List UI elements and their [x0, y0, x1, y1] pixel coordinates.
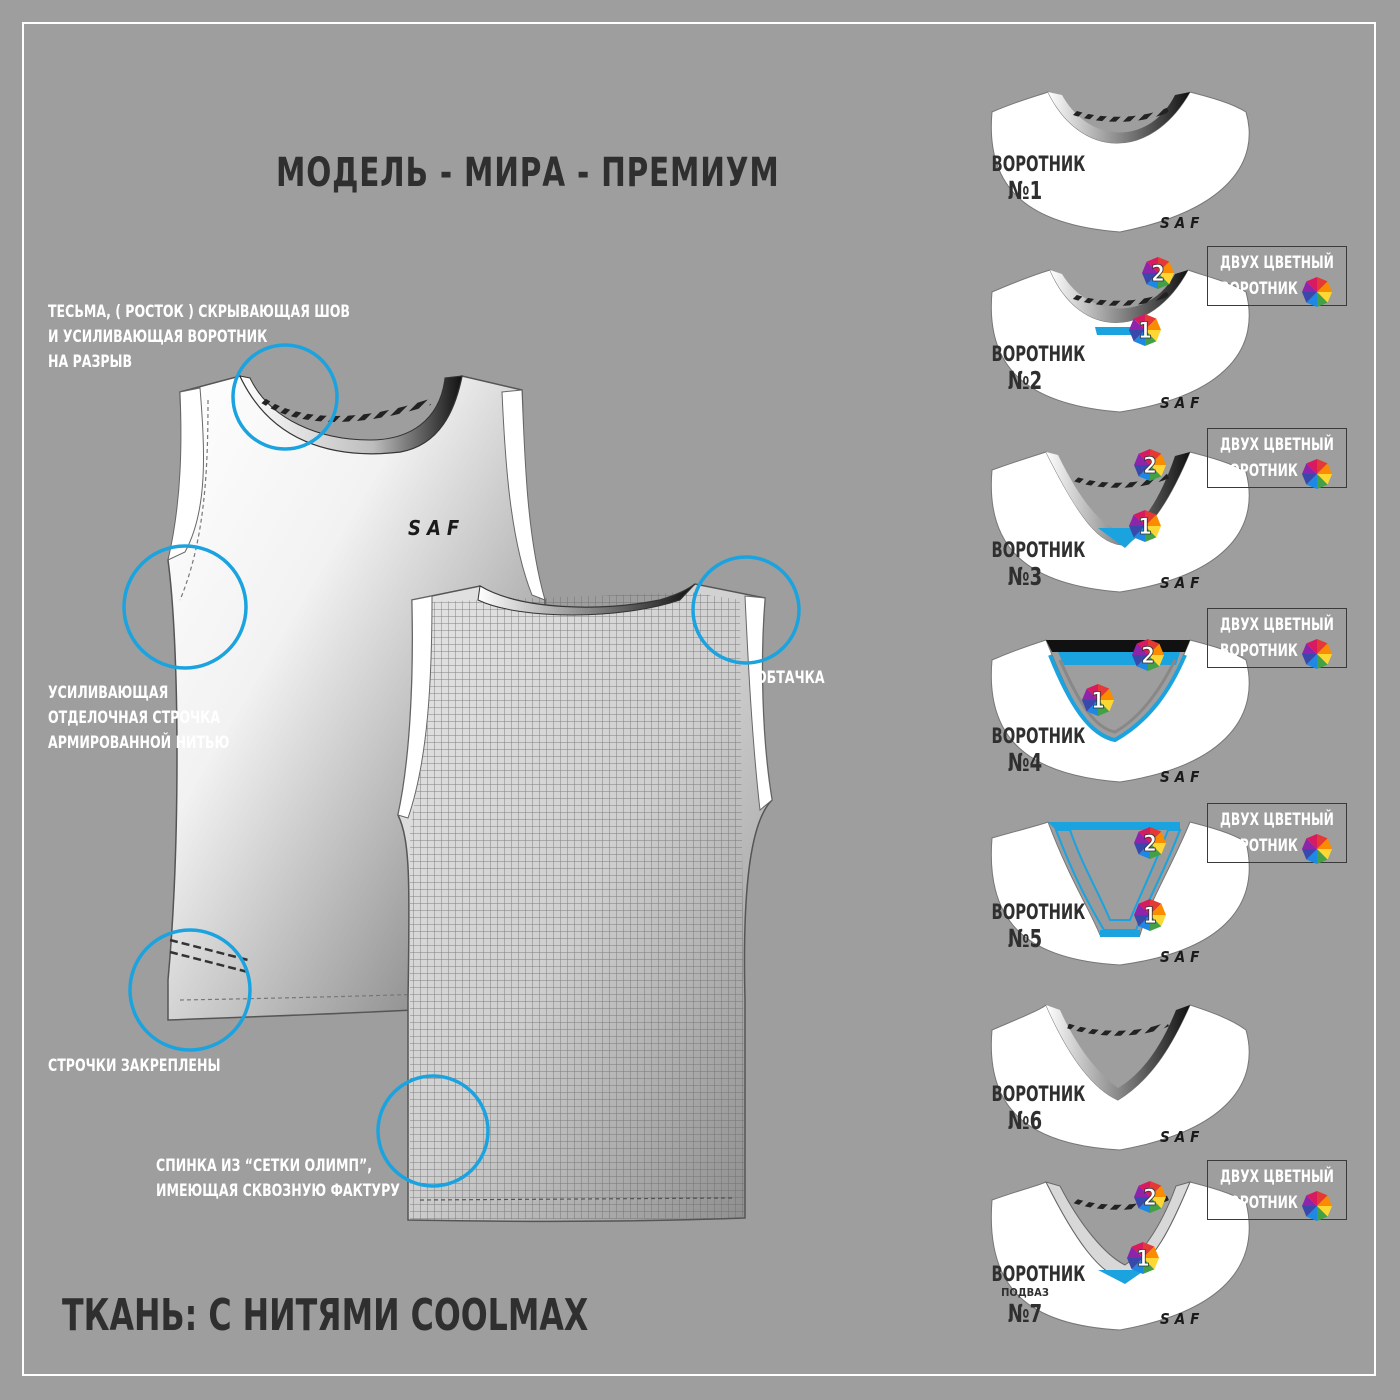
note-stitch-line-2: ОТДЕЛОЧНАЯ СТРОЧКА	[48, 708, 221, 728]
collar-2-word: ВОРОТНИК	[991, 342, 1086, 366]
number-badge-label: 1	[1138, 515, 1152, 540]
page-title: МОДЕЛЬ - МИРА - ПРЕМИУМ	[276, 150, 780, 196]
callout-tape	[231, 343, 339, 451]
number-badge-label: 2	[1143, 832, 1157, 857]
number-badge-label: 1	[1091, 689, 1105, 714]
collar-6-word: ВОРОТНИК	[991, 1082, 1086, 1106]
two-color-box-4: ДВУХ ЦВЕТНЫЙ ВОРОТНИК	[1207, 608, 1347, 669]
number-badge-label: 1	[1136, 1247, 1150, 1272]
number-badge-two: 2	[1132, 639, 1164, 671]
number-badge-two: 2	[1134, 827, 1166, 859]
collar-6-label: ВОРОТНИК №6	[982, 1082, 1086, 1135]
note-stitch-line-3: АРМИРОВАННОЙ НИТЬЮ	[48, 733, 230, 753]
collar-4-label: ВОРОТНИК №4	[982, 724, 1086, 777]
two-color-line-1: ДВУХ ЦВЕТНЫЙ	[1220, 810, 1334, 830]
collar-3	[990, 451, 1250, 593]
number-badge-label: 2	[1141, 644, 1155, 669]
two-color-box-7: ДВУХ ЦВЕТНЫЙ ВОРОТНИК	[1207, 1160, 1347, 1221]
two-color-line-2: ВОРОТНИК	[1220, 279, 1298, 299]
note-tape: ТЕСЬМА, ( РОСТОК ) СКРЫВАЮЩАЯ ШОВ И УСИЛ…	[48, 300, 350, 375]
number-badge-one: 1	[1127, 1242, 1159, 1274]
color-wheel-icon	[1302, 639, 1332, 669]
front-logo: SAF	[408, 516, 465, 540]
collar-1	[990, 91, 1250, 233]
two-color-box-5: ДВУХ ЦВЕТНЫЙ ВОРОТНИК	[1207, 803, 1347, 864]
two-color-line-1: ДВУХ ЦВЕТНЫЙ	[1220, 253, 1334, 273]
callout-back	[376, 1074, 490, 1188]
callout-stitch	[122, 544, 248, 670]
number-badge-one: 1	[1082, 684, 1114, 716]
collar-7-word: ВОРОТНИК	[991, 1262, 1086, 1286]
number-badge-label: 1	[1138, 319, 1152, 344]
number-badge-one: 1	[1134, 899, 1166, 931]
collar-3-label: ВОРОТНИК №3	[982, 538, 1086, 591]
two-color-line-1: ДВУХ ЦВЕТНЫЙ	[1220, 435, 1334, 455]
collar-5-label: ВОРОТНИК №5	[982, 900, 1086, 953]
collar-5-logo: SAF	[1160, 948, 1204, 966]
two-color-box-2: ДВУХ ЦВЕТНЫЙ ВОРОТНИК	[1207, 246, 1347, 307]
number-badge-two: 2	[1134, 1181, 1166, 1213]
collar-7-label: ВОРОТНИК ПОДВАЗ №7	[982, 1262, 1086, 1328]
collar-3-number: №3	[1007, 562, 1043, 591]
number-badge-label: 2	[1143, 1186, 1157, 1211]
collar-2-label: ВОРОТНИК №2	[982, 342, 1086, 395]
note-back-line-2: ИМЕЮЩАЯ СКВОЗНУЮ ФАКТУРУ	[156, 1181, 400, 1201]
callout-binding	[691, 555, 801, 665]
collar-1-number: №1	[1007, 176, 1043, 205]
callout-fixed	[128, 928, 252, 1052]
collar-6	[990, 1004, 1250, 1151]
collar-7-logo: SAF	[1160, 1310, 1204, 1328]
collar-7-sublabel: ПОДВАЗ	[1001, 1286, 1049, 1299]
color-wheel-icon	[1302, 277, 1332, 307]
number-badge-label: 2	[1143, 454, 1157, 479]
color-wheel-icon	[1302, 459, 1332, 489]
number-badge-label: 2	[1151, 262, 1165, 287]
note-fixed: СТРОЧКИ ЗАКРЕПЛЕНЫ	[48, 1056, 221, 1076]
number-badge-one: 1	[1129, 510, 1161, 542]
collar-3-word: ВОРОТНИК	[991, 538, 1086, 562]
color-wheel-icon	[1302, 1191, 1332, 1221]
collar-1-word: ВОРОТНИК	[991, 152, 1086, 176]
note-stitch: УСИЛИВАЮЩАЯ ОТДЕЛОЧНАЯ СТРОЧКА АРМИРОВАН…	[48, 681, 229, 756]
collar-6-number: №6	[1007, 1106, 1043, 1135]
color-wheel-icon	[1302, 834, 1332, 864]
number-badge-label: 1	[1143, 904, 1157, 929]
collar-4-word: ВОРОТНИК	[991, 724, 1086, 748]
two-color-line-2: ВОРОТНИК	[1220, 461, 1298, 481]
collar-1-label: ВОРОТНИК №1	[982, 152, 1086, 205]
note-tape-line-3: НА РАЗРЫВ	[48, 352, 133, 372]
note-back: СПИНКА ИЗ “СЕТКИ ОЛИМП”, ИМЕЮЩАЯ СКВОЗНУ…	[156, 1154, 400, 1204]
page-frame	[22, 22, 1376, 1376]
collar-3-logo: SAF	[1160, 574, 1204, 592]
two-color-line-1: ДВУХ ЦВЕТНЫЙ	[1220, 615, 1334, 635]
note-stitch-line-1: УСИЛИВАЮЩАЯ	[48, 683, 169, 703]
number-badge-one: 1	[1129, 314, 1161, 346]
collar-5-word: ВОРОТНИК	[991, 900, 1086, 924]
note-back-line-1: СПИНКА ИЗ “СЕТКИ ОЛИМП”,	[156, 1156, 373, 1176]
collar-6-logo: SAF	[1160, 1128, 1204, 1146]
collar-4-logo: SAF	[1160, 768, 1204, 786]
collar-2-number: №2	[1007, 366, 1043, 395]
note-binding: ОБТАЧКА	[756, 668, 825, 688]
two-color-line-1: ДВУХ ЦВЕТНЫЙ	[1220, 1167, 1334, 1187]
back-shirt	[397, 583, 773, 1223]
two-color-box-3: ДВУХ ЦВЕТНЫЙ ВОРОТНИК	[1207, 428, 1347, 489]
collar-4-number: №4	[1007, 748, 1043, 777]
number-badge-two: 2	[1134, 449, 1166, 481]
collar-5-number: №5	[1007, 924, 1043, 953]
collar-2-logo: SAF	[1160, 394, 1204, 412]
number-badge-two: 2	[1142, 257, 1174, 289]
two-color-line-2: ВОРОТНИК	[1220, 1193, 1298, 1213]
collar-7-number: №7	[1007, 1299, 1043, 1328]
collar-1-logo: SAF	[1160, 214, 1204, 232]
collar-5	[990, 821, 1250, 966]
note-tape-line-2: И УСИЛИВАЮЩАЯ ВОРОТНИК	[48, 327, 268, 347]
two-color-line-2: ВОРОТНИК	[1220, 641, 1298, 661]
fabric-label: ТКАНЬ: С НИТЯМИ COOLMAX	[62, 1290, 589, 1341]
note-tape-line-1: ТЕСЬМА, ( РОСТОК ) СКРЫВАЮЩАЯ ШОВ	[48, 302, 350, 322]
two-color-line-2: ВОРОТНИК	[1220, 836, 1298, 856]
